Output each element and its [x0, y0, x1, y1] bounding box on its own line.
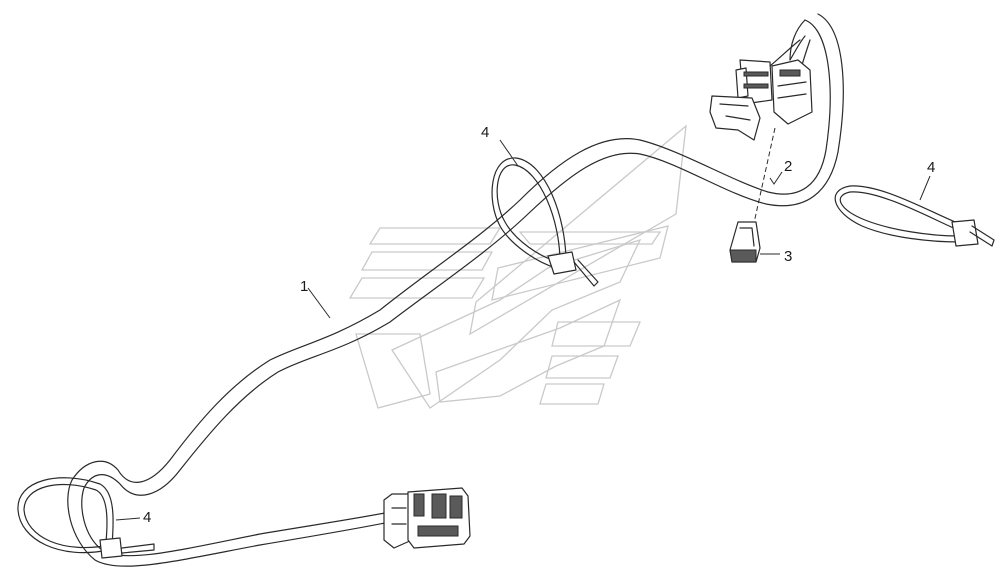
leader-lines [115, 139, 931, 521]
callout-1: 1 [300, 278, 308, 295]
watermark-logo [348, 124, 687, 409]
cable-tie-lower-left [17, 477, 155, 559]
cable-tie-centre [491, 157, 599, 287]
callout-2: 2 [784, 158, 792, 175]
callout-4-left-tie: 4 [143, 509, 151, 526]
assembly-axis-line [751, 127, 776, 233]
callout-4-centre-tie: 4 [481, 124, 489, 141]
clip-part [729, 221, 761, 263]
callout-4-right-tie: 4 [927, 159, 935, 176]
cable-tie-right [834, 185, 995, 247]
lower-connector [383, 487, 471, 549]
upper-connector-assembly [709, 35, 813, 141]
callout-3: 3 [784, 248, 792, 265]
